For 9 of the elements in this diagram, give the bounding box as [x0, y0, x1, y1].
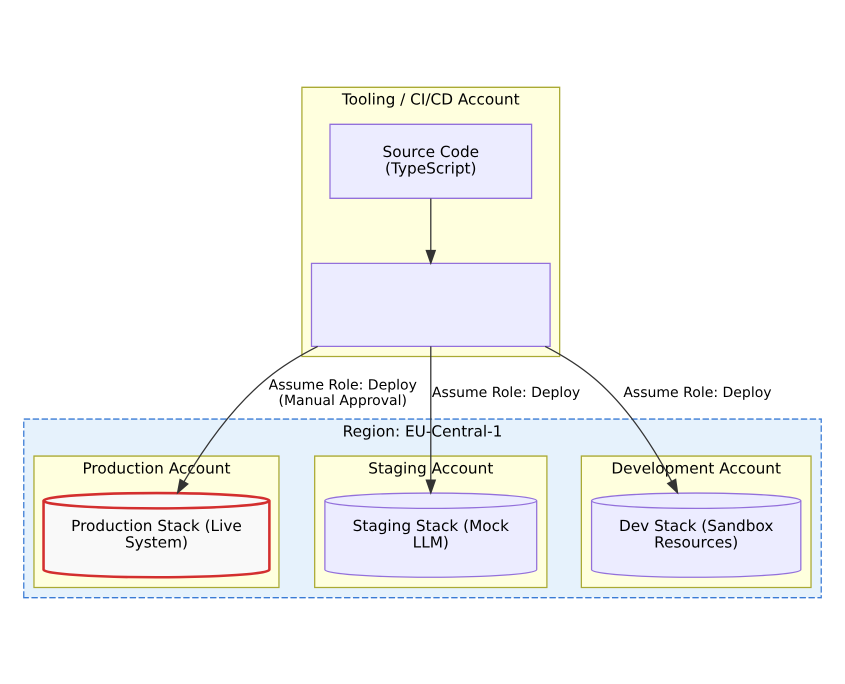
arrow: [425, 198, 436, 265]
edge-label: Assume Role: Deploy: [432, 384, 580, 401]
arrow: [176, 345, 318, 494]
edge-label: Assume Role: Deploy: [623, 384, 772, 401]
arrow: [544, 345, 678, 494]
node-box: Source Code (TypeScript): [329, 123, 532, 198]
arrow: [425, 346, 436, 494]
edge-label: Assume Role: Deploy (Manual Approval): [268, 376, 417, 408]
node-box: [310, 262, 551, 346]
